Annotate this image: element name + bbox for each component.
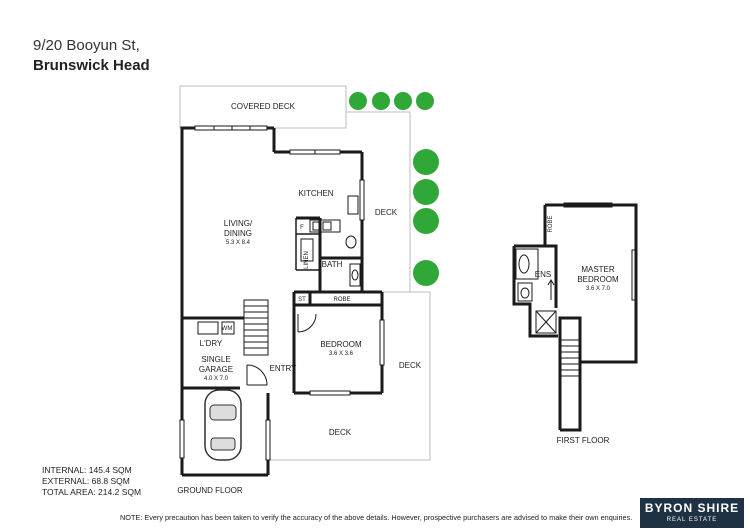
external-area: EXTERNAL: 68.8 SQM [42,476,130,486]
first-floor-fixtures [515,248,580,377]
label-linen: LINEN [304,251,310,269]
logo-line-1: BYRON SHIRE [644,501,740,515]
label-ground-floor: GROUND FLOOR [177,486,243,495]
label-master-2: BEDROOM [577,275,619,284]
ground-stairs [243,299,269,356]
label-kitchen: KITCHEN [298,189,333,198]
fixtures [197,195,361,386]
address-line-1: 9/20 Booyun St, [33,37,140,54]
label-living: LIVING/ [224,219,253,228]
bedroom-size: 3.6 X 3.6 [329,351,354,357]
label-wm: WM [222,326,233,332]
label-covered-deck: COVERED DECK [231,102,296,111]
interior-walls [295,218,320,271]
label-first-floor: FIRST FLOOR [557,436,610,445]
label-deck-bottom: DECK [329,428,352,437]
label-garage-1: SINGLE [201,355,230,364]
master-size: 3.6 X 7.0 [586,286,611,292]
label-entry: ENTRY [270,364,298,373]
logo-line-2: REAL ESTATE [666,517,718,523]
label-garage-2: GARAGE [199,365,233,374]
windows [179,125,637,461]
label-bedroom: BEDROOM [320,340,362,349]
label-storage: ST [298,297,306,303]
tree-icons [349,92,439,286]
label-fridge: F [300,225,304,231]
living-size: 5.3 X 8.4 [226,240,251,246]
disclaimer-note: NOTE: Every precaution has been taken to… [120,513,633,522]
agency-logo: BYRON SHIRE REAL ESTATE [640,498,744,528]
label-ensuite: ENS [535,270,551,279]
label-laundry: L'DRY [200,339,223,348]
label-master-1: MASTER [581,265,615,274]
garage-size: 4.0 X 7.0 [204,376,229,382]
label-robe: ROBE [333,297,350,303]
label-dining: DINING [224,229,252,238]
label-deck-right: DECK [375,208,398,217]
label-bath: BATH [322,260,343,269]
total-area: TOTAL AREA: 214.2 SQM [42,487,142,497]
address-line-2: Brunswick Head [33,57,150,74]
car-icon [204,389,242,461]
ground-floor-walls [180,126,384,477]
label-deck-mid: DECK [399,361,422,370]
internal-area: INTERNAL: 145.4 SQM [42,465,132,475]
first-floor-walls [512,203,638,432]
label-robe-upper: ROBE [548,215,554,232]
